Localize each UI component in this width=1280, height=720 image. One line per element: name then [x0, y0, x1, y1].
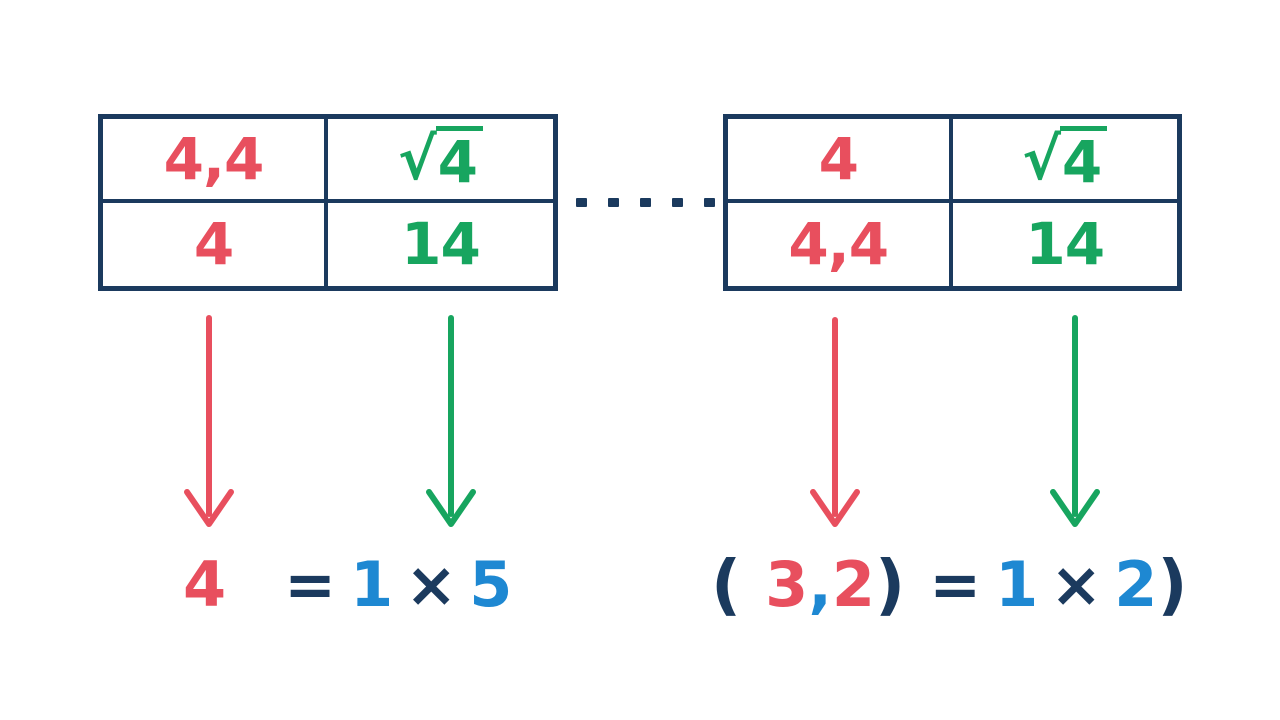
equation-operand1: 1 — [350, 548, 394, 621]
down-arrow-icon-right-green — [1050, 315, 1100, 527]
right-table: 4 √4 4,4 14 — [723, 114, 1182, 291]
multiply-sign: × — [405, 548, 458, 621]
equation-result: 4 — [183, 548, 227, 621]
close-paren: ) — [875, 546, 906, 623]
right-table-cell-bottom-right: 14 — [1025, 210, 1105, 279]
pair-second: 2 — [831, 548, 876, 621]
left-equation: 4 = 1 × 5 — [183, 541, 512, 629]
radicand-value: 4 — [1059, 126, 1108, 191]
square-root-icon: √ — [397, 124, 437, 193]
dotted-separator — [576, 198, 715, 207]
separator-dash — [672, 198, 683, 207]
trailing-paren: ) — [1157, 546, 1188, 623]
equation-operand2: 2 — [1114, 548, 1158, 621]
left-table: 4,4 √4 4 14 — [98, 114, 558, 291]
right-table-cell-bottom-left: 4,4 — [728, 202, 953, 286]
left-table-cell-bottom-right: 14 — [401, 210, 481, 279]
open-paren: ( — [711, 546, 742, 623]
down-arrow-icon-left-red — [184, 315, 234, 527]
separator-dash — [608, 198, 619, 207]
separator-dash — [576, 198, 587, 207]
pair-first: 3 — [765, 548, 809, 621]
equals-sign: = — [929, 548, 982, 621]
down-arrow-icon-left-green — [426, 315, 476, 527]
square-root-icon: √ — [1022, 124, 1061, 193]
radicand-value: 4 — [435, 126, 484, 191]
separator-dash — [704, 198, 715, 207]
equation-operand2: 5 — [469, 548, 513, 621]
separator-dash — [640, 198, 651, 207]
multiply-sign: × — [1050, 548, 1103, 621]
left-table-cell-bottom-left: 4 — [103, 202, 328, 286]
right-table-cell-top-right: √4 — [952, 119, 1177, 203]
pair-comma: , — [808, 548, 832, 621]
equals-sign: = — [284, 548, 337, 621]
right-equation: ( 3 , 2 ) = 1 × 2 ) — [711, 541, 1188, 629]
down-arrow-icon-right-red — [810, 317, 860, 527]
left-table-cell-top-left: 4,4 — [103, 119, 328, 203]
right-table-cell-top-left: 4 — [728, 119, 953, 203]
left-table-cell-top-right: √4 — [328, 119, 553, 203]
equation-operand1: 1 — [995, 548, 1039, 621]
